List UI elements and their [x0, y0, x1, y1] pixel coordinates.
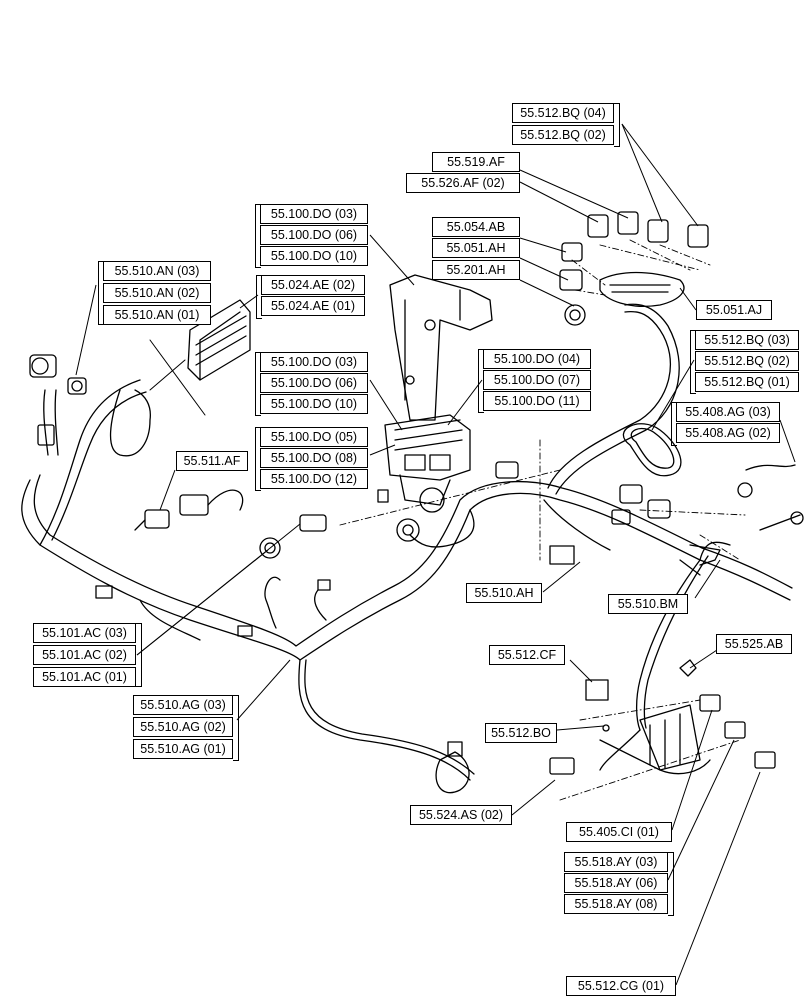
bracket	[136, 623, 142, 687]
callout-label: 55.512.CG (01)	[566, 976, 676, 996]
callout-label: 55.512.BQ (03)	[695, 330, 799, 350]
callout-label: 55.201.AH	[432, 260, 520, 280]
callout-label: 55.100.DO (08)	[260, 448, 368, 468]
bracket	[478, 349, 484, 413]
callout-label: 55.510.AH	[466, 583, 542, 603]
callout-label: 55.512.BQ (02)	[512, 125, 614, 145]
callout-label: 55.100.DO (10)	[260, 394, 368, 414]
right-connectors	[549, 464, 804, 576]
main-harness-trunk	[21, 303, 793, 781]
bracket	[671, 402, 677, 446]
mid-connectors	[259, 461, 519, 591]
ecu-pointer	[149, 339, 206, 416]
bracket	[98, 261, 104, 325]
callout-label: 55.510.AN (02)	[103, 283, 211, 303]
callout-label: 55.100.DO (06)	[260, 225, 368, 245]
callout-label: 55.526.AF (02)	[406, 173, 520, 193]
callout-label: 55.100.DO (07)	[483, 370, 591, 390]
callout-label: 55.510.BM	[608, 594, 688, 614]
callout-label: 55.512.BQ (01)	[695, 372, 799, 392]
callout-label: 55.518.AY (03)	[564, 852, 668, 872]
callout-label: 55.510.AG (02)	[133, 717, 233, 737]
callout-label: 55.512.BQ (04)	[512, 103, 614, 123]
callout-label: 55.054.AB	[432, 217, 520, 237]
bracket	[233, 695, 239, 761]
bracket	[668, 852, 674, 916]
callout-label: 55.524.AS (02)	[410, 805, 512, 825]
relay-dashed-guides	[339, 239, 746, 801]
callout-label: 55.518.AY (08)	[564, 894, 668, 914]
callout-label: 55.024.AE (01)	[261, 296, 365, 316]
loop-connector	[622, 423, 682, 477]
connector-511af	[134, 489, 244, 531]
callout-label: 55.100.DO (04)	[483, 349, 591, 369]
callout-label: 55.405.CI (01)	[566, 822, 672, 842]
ecu-module	[187, 299, 251, 381]
bottom-loop-connector	[435, 741, 470, 794]
callout-label: 55.408.AG (03)	[676, 402, 780, 422]
callout-label: 55.512.CF	[489, 645, 565, 665]
switch-cluster	[549, 659, 776, 775]
callout-label: 55.525.AB	[716, 634, 792, 654]
bracket	[256, 275, 262, 319]
mounting-bracket	[389, 274, 493, 421]
callout-label: 55.518.AY (06)	[564, 873, 668, 893]
bracket	[255, 204, 261, 268]
callout-label: 55.100.DO (03)	[260, 352, 368, 372]
callout-label: 55.101.AC (02)	[33, 645, 136, 665]
left-sensor-connectors	[29, 354, 253, 637]
callout-label: 55.100.DO (06)	[260, 373, 368, 393]
callout-label: 55.519.AF	[432, 152, 520, 172]
callout-label: 55.100.DO (03)	[260, 204, 368, 224]
callout-label: 55.024.AE (02)	[261, 275, 365, 295]
fuse-box	[384, 414, 471, 506]
relay-cluster	[559, 211, 709, 326]
callout-label: 55.510.AG (03)	[133, 695, 233, 715]
bracket	[255, 352, 261, 416]
callout-label: 55.512.BQ (02)	[695, 351, 799, 371]
callout-label: 55.100.DO (11)	[483, 391, 591, 411]
callout-label: 55.051.AH	[432, 238, 520, 258]
callout-label: 55.101.AC (01)	[33, 667, 136, 687]
callout-label: 55.512.BO	[485, 723, 557, 743]
callout-label: 55.511.AF	[176, 451, 248, 471]
callout-label: 55.510.AN (03)	[103, 261, 211, 281]
callout-label: 55.051.AJ	[696, 300, 772, 320]
callout-label: 55.100.DO (12)	[260, 469, 368, 489]
bracket	[614, 103, 620, 147]
callout-label: 55.100.DO (05)	[260, 427, 368, 447]
leader-lines	[75, 123, 796, 986]
callout-label: 55.510.AN (01)	[103, 305, 211, 325]
callout-label: 55.510.AG (01)	[133, 739, 233, 759]
callout-label: 55.100.DO (10)	[260, 246, 368, 266]
callout-label: 55.408.AG (02)	[676, 423, 780, 443]
bracket	[690, 330, 696, 394]
callout-label: 55.101.AC (03)	[33, 623, 136, 643]
bracket	[255, 427, 261, 491]
